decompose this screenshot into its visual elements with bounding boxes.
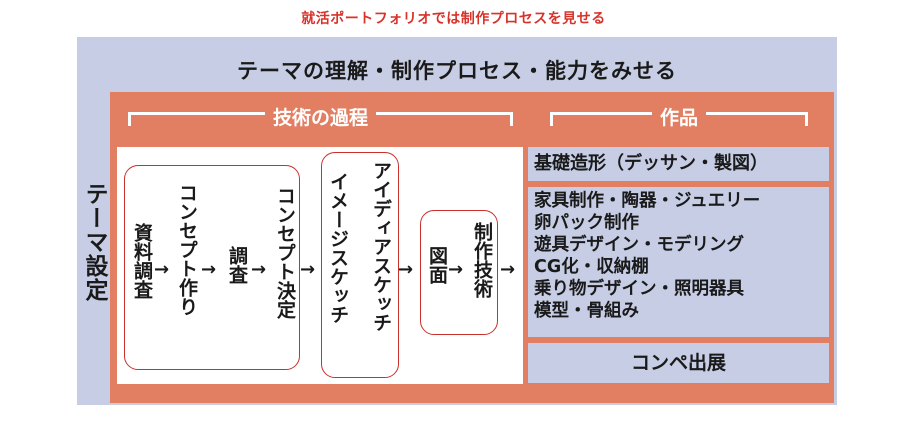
work-item: 卵パック制作 — [534, 213, 639, 233]
step-image-sketch: イメージスケッチ — [327, 172, 349, 324]
arrow-4: → — [300, 259, 316, 280]
page-title: 就活ポートフォリオでは制作プロセスを見せる — [301, 11, 606, 27]
work-item: 遊具デザイン・モデリング — [534, 235, 744, 255]
theme-setting-label: テーマ設定 — [81, 182, 107, 302]
competition-label: コンペ出展 — [630, 352, 726, 374]
step-concept-decision: コンセプト決定 — [274, 186, 296, 319]
work-item: 乗り物デザイン・照明器具 — [534, 279, 744, 299]
drawing-technique-box — [420, 210, 498, 335]
works-list-box: 家具制作・陶器・ジュエリー 卵パック制作 遊具デザイン・モデリング CG化・収納… — [528, 187, 829, 337]
work-item: CG化・収納棚 — [534, 257, 649, 277]
work-item: 模型・骨組み — [534, 301, 639, 321]
step-concept-making: コンセプト作り — [176, 183, 198, 316]
work-item: 家具制作・陶器・ジュエリー — [534, 191, 761, 211]
arrow-2: → — [201, 259, 217, 280]
research-concept-box — [124, 165, 300, 370]
outer-heading: テーマの理解・制作プロセス・能力をみせる — [237, 59, 677, 83]
step-research: 資料調査 — [131, 223, 153, 299]
process-header-wrap: 技術の過程 — [128, 103, 513, 130]
arrow-6: → — [448, 259, 464, 280]
process-header: 技術の過程 — [264, 107, 376, 129]
step-survey: 調査 — [226, 246, 248, 284]
step-drawing: 図面 — [426, 246, 448, 284]
works-header: 作品 — [651, 107, 706, 129]
step-idea-sketch: アイディアスケッチ — [370, 161, 392, 332]
arrow-3: → — [251, 259, 267, 280]
arrow-1: → — [154, 259, 170, 280]
basic-modeling-box: 基礎造形（デッサン・製図） — [528, 147, 829, 181]
basic-modeling-label: 基礎造形（デッサン・製図） — [534, 153, 768, 174]
competition-box: コンペ出展 — [528, 343, 829, 383]
works-header-wrap: 作品 — [550, 103, 808, 130]
step-production-technique: 制作技術 — [471, 222, 493, 298]
sketch-box — [321, 152, 399, 378]
arrow-7: → — [500, 259, 516, 280]
arrow-5: → — [398, 259, 414, 280]
